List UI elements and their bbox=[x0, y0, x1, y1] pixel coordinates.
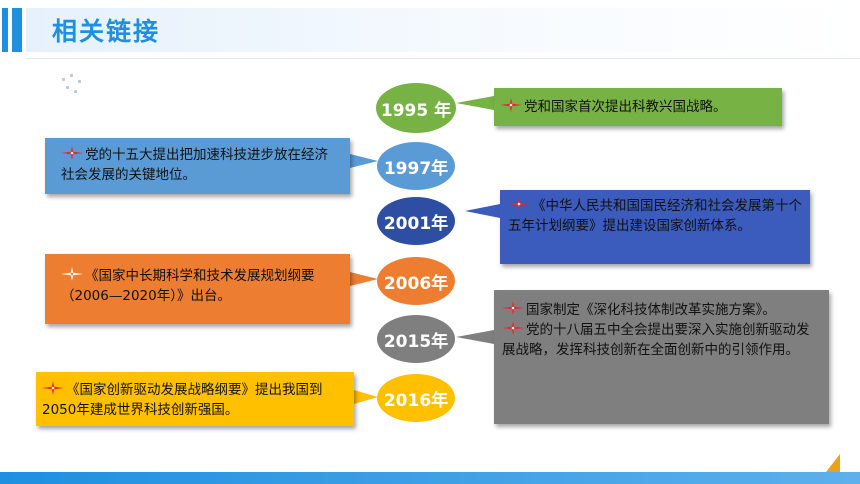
callout-text: 党的十八届五中全会提出要深入实施创新驱动发展战略，发挥科技创新在全面创新中的引领… bbox=[502, 322, 810, 358]
footer-bar bbox=[0, 472, 860, 484]
callout-pointer bbox=[354, 390, 378, 404]
sparkle-star-icon bbox=[508, 197, 530, 211]
callout-pointer bbox=[350, 272, 378, 286]
year-2016-oval: 2016年 bbox=[377, 374, 455, 422]
sparkle-star-icon bbox=[502, 301, 524, 315]
callout-2016: 《国家创新驱动发展战略纲要》提出我国到2050年建成世界科技创新强国。 bbox=[36, 372, 354, 426]
year-2006-oval: 2006年 bbox=[377, 257, 455, 305]
callout-2015: 国家制定《深化科技体制改革实施方案》。 党的十八届五中全会提出要深入实施创新驱动… bbox=[494, 290, 829, 424]
header-bar bbox=[0, 0, 860, 60]
sparkle-star-icon bbox=[502, 321, 524, 335]
page-title: 相关链接 bbox=[52, 17, 161, 46]
callout-2001: 《中华人民共和国国民经济和社会发展第十个五年计划纲要》提出建设国家创新体系。 bbox=[500, 190, 810, 264]
callout-pointer bbox=[465, 204, 500, 218]
header-accent-bar bbox=[2, 8, 8, 52]
callout-text: 《国家中长期科学和技术发展规划纲要（2006—2020年）》出台。 bbox=[61, 268, 315, 304]
callout-1997: 党的十五大提出把加速科技进步放在经济社会发展的关键地位。 bbox=[45, 138, 350, 194]
header-accent-bar bbox=[12, 8, 22, 52]
callout-paragraph: 国家制定《深化科技体制改革实施方案》。 bbox=[502, 300, 821, 320]
year-2001-oval: 2001年 bbox=[377, 197, 455, 245]
header-band bbox=[26, 8, 860, 52]
callout-paragraph: 党的十八届五中全会提出要深入实施创新驱动发展战略，发挥科技创新在全面创新中的引领… bbox=[502, 320, 821, 360]
year-1997-oval: 1997年 bbox=[377, 142, 455, 190]
callout-text: 党和国家首次提出科教兴国战略。 bbox=[524, 99, 727, 115]
header-divider bbox=[26, 58, 860, 59]
sparkle-star-icon bbox=[61, 146, 83, 160]
sparkle-star-icon bbox=[61, 267, 83, 281]
callout-2006: 《国家中长期科学和技术发展规划纲要（2006—2020年）》出台。 bbox=[45, 254, 350, 324]
callout-text: 国家制定《深化科技体制改革实施方案》。 bbox=[526, 302, 776, 318]
sparkle-star-icon bbox=[500, 98, 522, 112]
year-1995-oval: 1995 年 bbox=[376, 83, 456, 133]
sparkle-star-icon bbox=[42, 381, 64, 395]
callout-pointer bbox=[456, 96, 494, 110]
decorative-dots bbox=[58, 72, 88, 96]
page-corner-triangle-icon bbox=[826, 454, 840, 472]
callout-text: 党的十五大提出把加速科技进步放在经济社会发展的关键地位。 bbox=[61, 147, 328, 183]
callout-pointer bbox=[350, 154, 378, 168]
callout-1995: 党和国家首次提出科教兴国战略。 bbox=[494, 88, 782, 126]
callout-text: 《中华人民共和国国民经济和社会发展第十个五年计划纲要》提出建设国家创新体系。 bbox=[508, 198, 802, 234]
callout-text: 《国家创新驱动发展战略纲要》提出我国到2050年建成世界科技创新强国。 bbox=[42, 382, 323, 418]
year-2015-oval: 2015年 bbox=[377, 315, 455, 363]
callout-pointer bbox=[456, 330, 494, 344]
